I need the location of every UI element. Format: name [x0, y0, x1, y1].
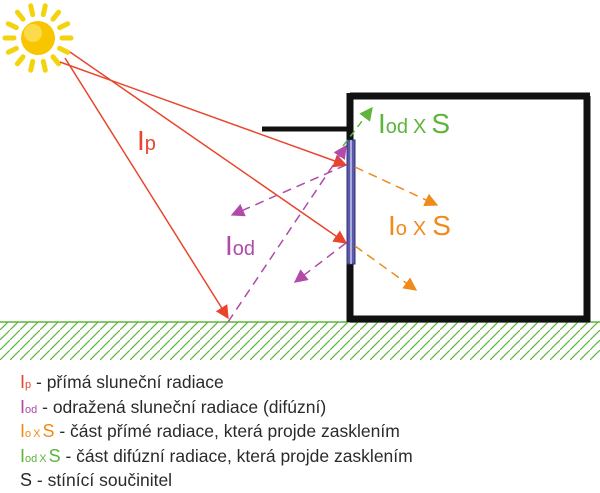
legend-text: - přímá sluneční radiace — [31, 372, 224, 392]
legend-text: - stínící součinitel — [32, 470, 173, 490]
sun-icon — [2, 3, 74, 73]
direct-ray-1 — [64, 57, 229, 320]
sun-ray — [50, 54, 62, 67]
building — [262, 92, 591, 323]
sun-ray — [14, 9, 26, 22]
legend-item-ip: Ip - přímá sluneční radiace — [20, 370, 590, 395]
label-ip: Ip — [137, 125, 156, 156]
legend-item-iod: Iod - odražená sluneční radiace (difúzní… — [20, 395, 590, 420]
legend-symbol-sub: o — [25, 428, 32, 440]
legend-symbol-s: S — [48, 445, 61, 466]
legend-symbol-main: I — [20, 421, 26, 441]
reflected-ray-up — [227, 144, 347, 323]
sun-ray — [57, 45, 71, 55]
legend-symbol-sub: od — [25, 403, 38, 416]
legend-text: - část přímé radiace, která projde zaskl… — [54, 421, 400, 441]
direct-ray-3 — [69, 51, 348, 244]
transmitted-direct-2 — [354, 245, 418, 291]
sun-ray — [40, 58, 48, 73]
sun-ray — [28, 58, 36, 73]
sun-ray — [14, 54, 26, 67]
legend-symbol-main: I — [20, 445, 26, 466]
legend-item-s: S - stínící součinitel — [20, 468, 590, 493]
legend: Ip - přímá sluneční radiace Iod - odraže… — [20, 370, 590, 493]
sun-ray — [50, 9, 62, 22]
label-iod: Iod — [225, 230, 255, 261]
reflected-ray-left-1 — [230, 164, 347, 217]
legend-text: - část difúzní radiace, která projde zas… — [60, 445, 413, 466]
legend-symbol-x: X — [33, 428, 41, 440]
legend-text: - odražená sluneční radiace (difúzní) — [37, 396, 327, 417]
ground — [0, 322, 600, 360]
reflected-ray-left-2 — [293, 242, 347, 283]
legend-symbol-s: S — [42, 421, 55, 441]
sun-ray — [57, 21, 71, 31]
legend-symbol-main: I — [20, 372, 26, 392]
legend-symbol-sub: p — [25, 379, 32, 391]
sun-ray — [5, 45, 19, 55]
sun-ray — [5, 21, 19, 31]
transmitted-direct-1 — [354, 166, 439, 207]
legend-symbol-s: S — [20, 470, 33, 490]
sun-ray — [40, 3, 48, 18]
direct-ray-2 — [59, 61, 348, 168]
transmitted-diffuse — [342, 106, 373, 147]
legend-symbol-x: X — [39, 452, 47, 465]
legend-symbol-main: I — [20, 396, 26, 417]
sun-ray — [28, 3, 36, 18]
legend-symbol-sub: od — [25, 452, 38, 465]
